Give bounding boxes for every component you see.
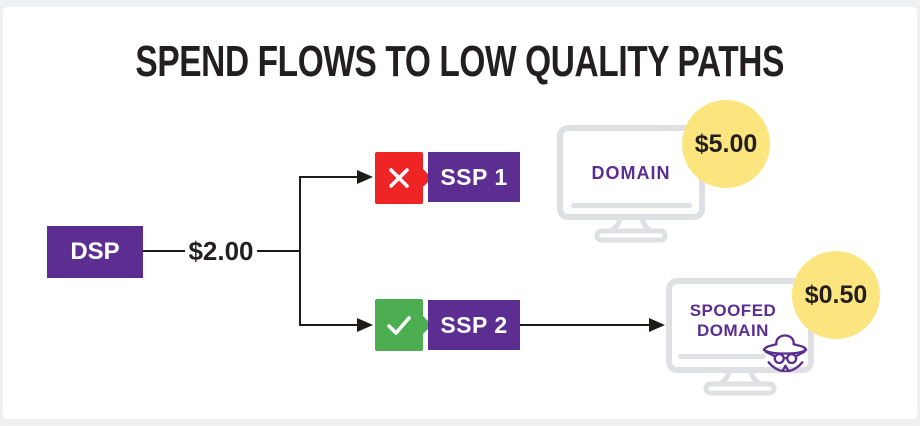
connector-line (257, 250, 300, 252)
ssp2-status-box (375, 299, 432, 351)
connector-line (299, 324, 359, 326)
screen-line (571, 203, 692, 208)
ssp2-node: SSP 2 (428, 300, 520, 350)
connector-line (520, 324, 651, 326)
domain-monitor (556, 124, 706, 249)
monitor-icon (666, 278, 814, 396)
ssp1-node: SSP 1 (428, 152, 520, 202)
branch-line (299, 176, 301, 326)
price-badge-domain: $5.00 (682, 100, 770, 188)
spoofed-domain-monitor (665, 277, 815, 402)
ssp1-label: SSP 1 (440, 163, 508, 190)
check-icon (387, 316, 411, 335)
notch-pointer (423, 169, 432, 187)
spoofed-domain-label: SPOOFED DOMAIN (673, 301, 793, 340)
spy-icon (760, 324, 810, 373)
price-badge-spoofed: $0.50 (792, 251, 880, 339)
dsp-label: DSP (70, 238, 120, 265)
spend-amount-label: $2.00 (188, 236, 254, 266)
connector-line (143, 250, 185, 252)
monitor-icon (557, 125, 705, 243)
price-label: $5.00 (694, 129, 758, 158)
ssp2-label: SSP 2 (440, 311, 508, 338)
arrowhead-icon (357, 170, 373, 184)
notch-pointer (423, 316, 432, 334)
spoofed-domain-line1: SPOOFED (689, 301, 777, 320)
diagram-title: SPEND FLOWS TO LOW QUALITY PATHS (135, 37, 785, 86)
screen-line (678, 354, 766, 359)
ssp1-status-box (375, 152, 432, 204)
x-icon (389, 168, 409, 188)
title-wrap: SPEND FLOWS TO LOW QUALITY PATHS (0, 40, 920, 84)
connector-line (299, 176, 359, 178)
arrowhead-icon (357, 318, 373, 332)
dsp-node: DSP (47, 226, 143, 278)
arrowhead-icon (649, 318, 665, 332)
spoofed-domain-line2: DOMAIN (697, 320, 769, 340)
price-label: $0.50 (804, 280, 868, 309)
domain-label: DOMAIN (591, 163, 671, 183)
